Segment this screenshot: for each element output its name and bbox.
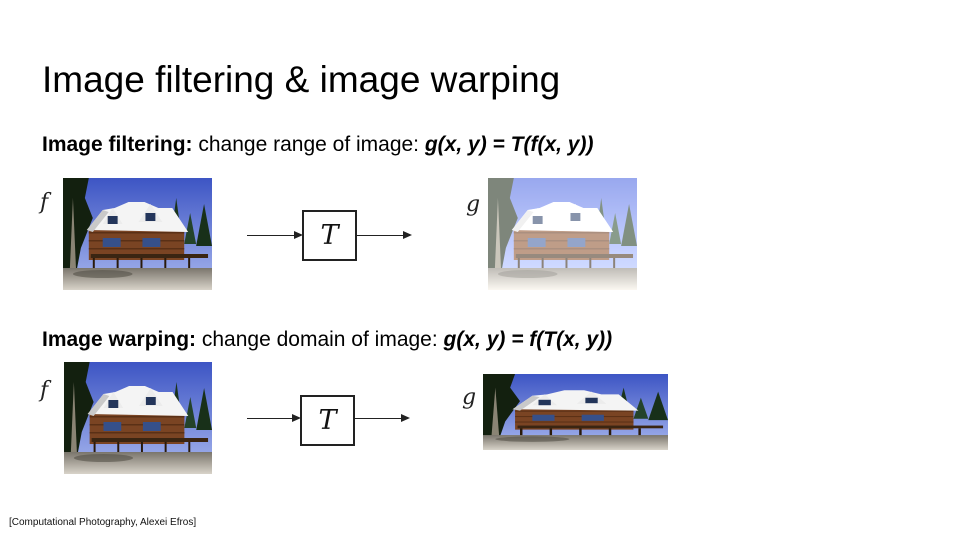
- transform-box-warping: T: [300, 395, 355, 446]
- arrow-in-warping: [247, 413, 301, 422]
- transform-box-filtering: T: [302, 210, 357, 261]
- arrow-out-filtering: [357, 230, 412, 239]
- warping-text: change domain of image:: [196, 328, 444, 351]
- output-image-warping: [483, 374, 668, 450]
- slide-title: Image filtering & image warping: [42, 59, 561, 100]
- arrow-in-filtering: [247, 230, 303, 239]
- g-label-warping: g: [462, 385, 477, 410]
- f-label-filtering: f: [40, 190, 49, 215]
- f-label-warping: f: [40, 378, 49, 403]
- transform-label: T: [320, 220, 339, 251]
- arrow-out-warping: [355, 413, 410, 422]
- input-image-filtering: [63, 178, 212, 290]
- filtering-text: change range of image:: [192, 133, 425, 156]
- output-image-filtering: [488, 178, 637, 290]
- input-image-warping: [64, 362, 212, 474]
- filtering-label: Image filtering:: [42, 133, 193, 156]
- citation: [Computational Photography, Alexei Efros…: [9, 517, 197, 528]
- transform-label: T: [318, 405, 337, 436]
- g-label-filtering: g: [466, 192, 481, 217]
- warping-label: Image warping:: [42, 328, 197, 351]
- filtering-equation: g(x, y) = T(f(x, y)): [424, 133, 594, 156]
- warping-equation: g(x, y) = f(T(x, y)): [443, 328, 613, 351]
- warping-heading: Image warping: change domain of image: g…: [42, 327, 612, 353]
- filtering-heading: Image filtering: change range of image: …: [42, 132, 593, 158]
